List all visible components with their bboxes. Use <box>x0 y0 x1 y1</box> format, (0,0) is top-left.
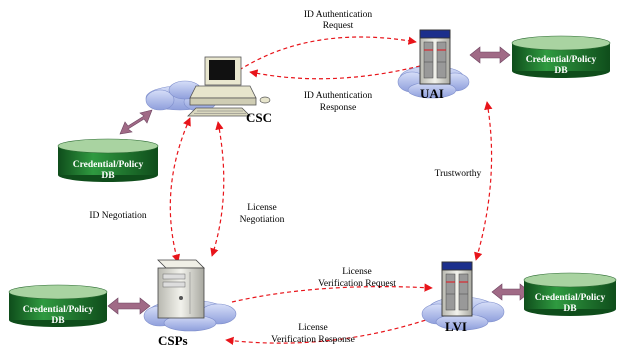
db-label: Credential/Policy <box>526 55 597 65</box>
double-arrow-csps-db <box>107 297 151 315</box>
edge-trustworthy <box>474 101 493 261</box>
edge-id-auth-response <box>249 65 421 80</box>
edge-license-verification-response <box>225 317 433 346</box>
label-id-auth-request-2: Request <box>323 21 354 31</box>
db-label: Credential/Policy <box>73 160 144 170</box>
label-license-verif-request-1: License <box>342 267 372 277</box>
database-uai: Credential/Policy DB <box>511 35 611 78</box>
server-icon-lvi <box>441 261 473 317</box>
db-label: DB <box>51 316 65 326</box>
server-icon-uai <box>419 29 451 85</box>
db-label: DB <box>563 304 577 314</box>
db-label: DB <box>554 66 568 76</box>
label-license-verif-request-2: Verification Request <box>318 278 396 289</box>
double-arrow-uai-db <box>469 46 511 64</box>
node-label-uai: UAI <box>420 86 444 101</box>
edge-id-negotiation <box>169 117 191 263</box>
database-csps: Credential/Policy DB <box>8 284 108 327</box>
label-license-negotiation-2: Negotiation <box>240 215 285 225</box>
double-arrow-csc-db <box>119 109 153 135</box>
label-license-verif-response-2: Verification Response <box>271 334 355 345</box>
node-label-csps: CSPs <box>158 333 188 348</box>
label-id-auth-request-1: ID Authentication <box>304 10 373 20</box>
label-id-negotiation: ID Negotiation <box>89 211 147 221</box>
server-icon-csps <box>157 259 205 319</box>
database-csc: Credential/Policy DB <box>57 138 159 182</box>
database-lvi: Credential/Policy DB <box>523 272 617 316</box>
db-label: DB <box>101 171 115 181</box>
label-license-negotiation-1: License <box>247 203 277 213</box>
edge-license-verification-request <box>231 283 433 303</box>
node-label-csc: CSC <box>246 110 272 125</box>
computer-icon <box>187 56 271 117</box>
label-id-auth-response-2: Response <box>320 103 356 113</box>
db-label: Credential/Policy <box>535 293 606 303</box>
node-label-lvi: LVI <box>445 319 467 334</box>
label-trustworthy: Trustworthy <box>435 169 482 179</box>
edge-license-negotiation <box>210 121 225 257</box>
db-label: Credential/Policy <box>23 305 94 315</box>
label-id-auth-response-1: ID Authentication <box>304 91 373 101</box>
edge-id-auth-request <box>221 36 417 83</box>
label-license-verif-response-1: License <box>298 323 328 333</box>
